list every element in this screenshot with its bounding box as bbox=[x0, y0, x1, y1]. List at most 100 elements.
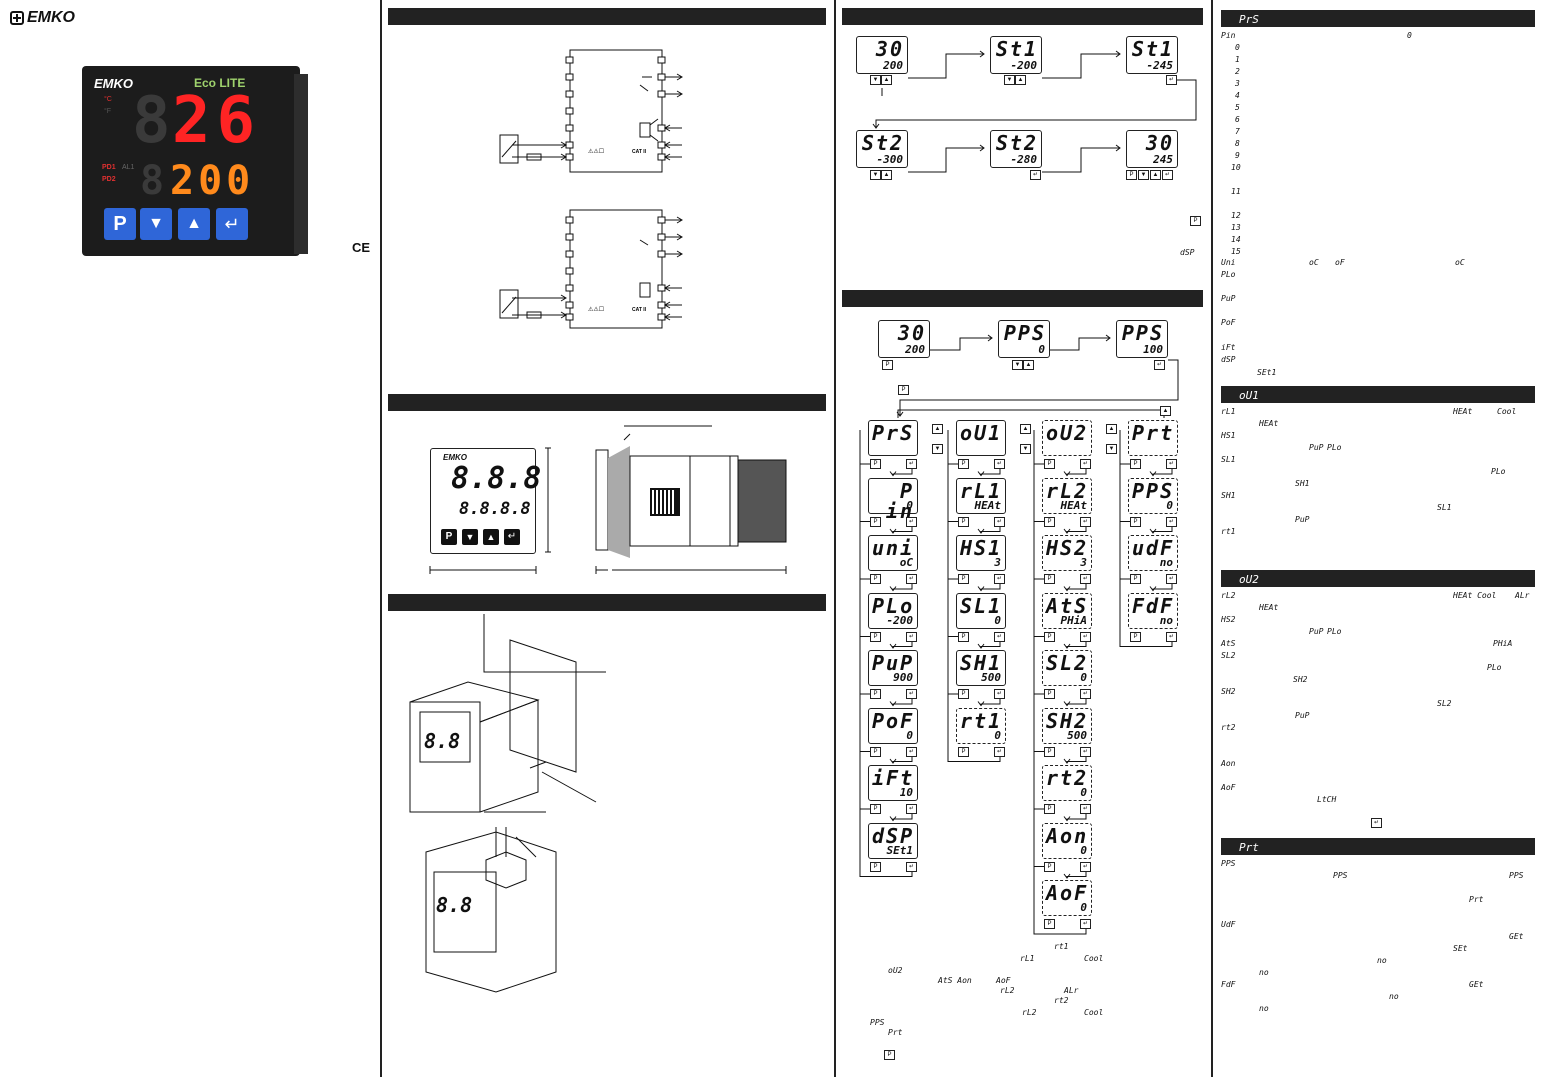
menu-key-p: P bbox=[1044, 459, 1055, 469]
prs-param-0: Pin bbox=[1221, 31, 1236, 40]
prs-param-14: 13 bbox=[1231, 223, 1241, 232]
menu-key-p: P bbox=[1130, 459, 1141, 469]
prs-param-20: PoF bbox=[1221, 318, 1236, 327]
prt-header: Prt bbox=[1221, 838, 1535, 855]
ou1-param-2: SL1 bbox=[1221, 455, 1236, 464]
prt-param-2: FdF bbox=[1221, 980, 1236, 989]
svg-text:⚠⚠☐: ⚠⚠☐ bbox=[588, 148, 604, 155]
menu-key-p: P bbox=[958, 459, 969, 469]
menu-key-p: P bbox=[870, 689, 881, 699]
menu-nav-up: ▲ bbox=[1106, 424, 1117, 434]
prs-param-13: 12 bbox=[1231, 211, 1241, 220]
menu-key-enter: ↵ bbox=[1080, 459, 1091, 469]
menu-head-ou1: oU1 bbox=[956, 420, 1006, 456]
device-side bbox=[294, 74, 308, 254]
menu-key-p: P bbox=[958, 746, 969, 757]
flow1-arrows bbox=[872, 50, 1197, 173]
flow1-key-p-4: P bbox=[1126, 170, 1137, 180]
ou1-header: oU1 bbox=[1221, 386, 1535, 403]
menu-key-enter: ↵ bbox=[994, 516, 1005, 527]
brand-name: EMKO bbox=[27, 9, 75, 26]
menu-nav-up: ▲ bbox=[1020, 424, 1031, 434]
menu-nav-down: ▼ bbox=[1106, 444, 1117, 454]
flow1-hint-dsp: dSP bbox=[1180, 248, 1195, 257]
prs-param-19: PuP bbox=[1221, 294, 1236, 303]
front-view: EMKO 8.8.8 8.8.8.8 P ▼ ▲ ↵ bbox=[430, 448, 541, 554]
note-ou2: oU2 bbox=[888, 966, 903, 975]
prs-param-9: 8 bbox=[1235, 139, 1240, 148]
ou1-plo: PLo bbox=[1327, 443, 1342, 452]
ou2-param-6: Aon bbox=[1221, 759, 1236, 768]
menu-head-ou2: oU2 bbox=[1042, 420, 1092, 456]
lcd-st1: St1-200 bbox=[990, 36, 1042, 74]
prs-param-3: 2 bbox=[1235, 67, 1240, 76]
flow1-key-up-4: ▲ bbox=[1150, 170, 1161, 180]
key-p[interactable]: P bbox=[104, 208, 136, 240]
prt-pps-1: PPS bbox=[1333, 871, 1348, 880]
flow1-key-enter-4: ↵ bbox=[1162, 170, 1173, 180]
key-up[interactable]: ▲ bbox=[178, 208, 210, 240]
prs-uni-f: oF bbox=[1335, 258, 1345, 267]
prt-param-0: PPS bbox=[1221, 859, 1236, 868]
prs-param-6: 5 bbox=[1235, 103, 1240, 112]
ou1-heat-default: HEAt bbox=[1259, 419, 1279, 428]
menu-key-enter: ↵ bbox=[994, 574, 1005, 584]
dimension-lines-front bbox=[429, 447, 551, 574]
menu-key-p: P bbox=[870, 459, 881, 469]
menu-head-prs: PrS bbox=[868, 420, 918, 456]
ou2-param-0: rL2 bbox=[1221, 591, 1236, 600]
cat-label-1: CAT II bbox=[632, 149, 647, 155]
flow1-hint-p: P bbox=[1190, 216, 1201, 226]
prt-set: SEt bbox=[1453, 944, 1468, 953]
section-bar-setpoint bbox=[842, 8, 1203, 25]
menu-tree-lines bbox=[859, 409, 1173, 935]
menu-item-plo: PLo-200 bbox=[868, 592, 918, 629]
prs-param-11: 10 bbox=[1231, 163, 1241, 172]
menu-key-enter: ↵ bbox=[994, 746, 1005, 757]
menu-key-p: P bbox=[1130, 516, 1141, 527]
mounting-illustration: 8.8 8.8 bbox=[409, 614, 606, 993]
flow2-hint-p: P bbox=[898, 385, 909, 395]
prt-prt: Prt bbox=[1469, 895, 1484, 904]
device-series: Eco LITE bbox=[194, 76, 246, 90]
brand-logo: EMKO bbox=[10, 9, 75, 26]
prt-no-2: no bbox=[1259, 968, 1269, 977]
menu-key-p: P bbox=[1130, 631, 1141, 642]
key-down[interactable]: ▼ bbox=[140, 208, 172, 240]
menu-key-enter: ↵ bbox=[1166, 516, 1177, 527]
menu-key-enter: ↵ bbox=[906, 574, 917, 584]
menu-key-enter: ↵ bbox=[1080, 861, 1091, 872]
prs-param-12: 11 bbox=[1231, 187, 1241, 196]
menu-key-p: P bbox=[1044, 919, 1055, 929]
menu-key-enter: ↵ bbox=[1166, 459, 1177, 469]
prs-header: PrS bbox=[1221, 10, 1535, 27]
front-key-p: P bbox=[441, 529, 457, 545]
flow1-key-down-2: ▼ bbox=[1004, 75, 1015, 85]
menu-nav-up-loop: ▲ bbox=[1160, 406, 1171, 416]
section-bar-wiring bbox=[388, 8, 826, 25]
ou2-enter-key: ↵ bbox=[1371, 818, 1382, 828]
note-alr: ALr bbox=[1064, 986, 1079, 995]
ou2-param-2: AtS bbox=[1221, 639, 1236, 648]
flow1-key-enter: ↵ bbox=[1166, 75, 1177, 85]
menu-key-p: P bbox=[958, 631, 969, 642]
device-logo: EMKO bbox=[94, 76, 133, 91]
prs-param-17: Uni bbox=[1221, 258, 1236, 267]
key-enter[interactable]: ↵ bbox=[216, 208, 248, 240]
menu-key-p: P bbox=[870, 516, 881, 527]
prs-param-8: 7 bbox=[1235, 127, 1240, 136]
